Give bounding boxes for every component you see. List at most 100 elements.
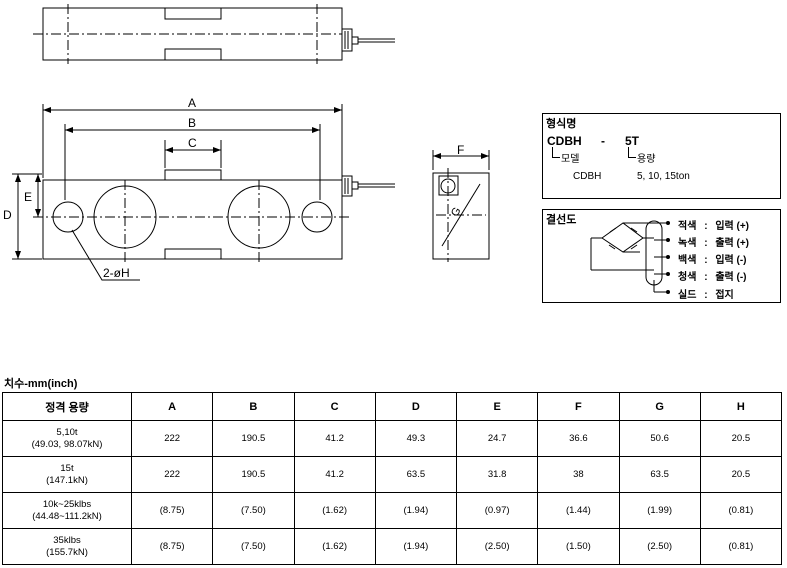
value-h: 20.5 <box>699 420 783 457</box>
capacity-bracket <box>628 147 636 158</box>
value-c: (1.62) <box>293 528 376 565</box>
capacity-cell: 10k~25klbs (44.48~111.2kN) <box>2 492 132 529</box>
value-f: 36.6 <box>537 420 620 457</box>
wire-separator: : <box>704 272 708 283</box>
value-d: (1.94) <box>374 528 458 565</box>
dim-label-a: A <box>188 96 197 110</box>
side-view <box>432 150 490 262</box>
table-row: 35klbs (155.7kN) (8.75) (7.50) (1.62) (1… <box>2 528 783 565</box>
value-f: (1.44) <box>537 492 620 529</box>
value-b: 190.5 <box>212 456 295 493</box>
model-designation-box: 형식명 CDBH - 5T 모델 용량 CDBH 5, 10, 15ton <box>542 113 781 199</box>
capacity-primary: 10k~25klbs <box>42 498 92 510</box>
wire-row: 적색 : 입력 (+) <box>678 217 749 232</box>
value-g: 50.6 <box>618 420 701 457</box>
wire-color: 청색 <box>678 272 697 283</box>
header-g: G <box>618 392 701 421</box>
wire-separator: : <box>704 290 708 301</box>
value-a: (8.75) <box>130 528 214 565</box>
wire-function: 출력 (-) <box>715 272 747 283</box>
table-row: 10k~25klbs (44.48~111.2kN) (8.75) (7.50)… <box>2 492 783 529</box>
wire-row: 청색 : 출력 (-) <box>678 268 746 283</box>
table-row: 15t (147.1kN) 222 190.5 41.2 63.5 31.8 3… <box>2 456 783 493</box>
dim-label-e: E <box>24 190 33 204</box>
wire-color: 백색 <box>678 255 697 266</box>
wire-separator: : <box>704 255 708 266</box>
value-e: (2.50) <box>455 528 539 565</box>
dim-label-d: D <box>3 208 12 222</box>
wire-function: 출력 (+) <box>715 238 749 249</box>
value-g: (2.50) <box>618 528 701 565</box>
model-dash: - <box>601 134 605 148</box>
value-h: 20.5 <box>699 456 783 493</box>
table-row: 5,10t (49.03, 98.07kN) 222 190.5 41.2 49… <box>2 420 783 457</box>
bridge-circuit <box>590 220 668 293</box>
wire-row: 실드 : 접지 <box>678 286 734 301</box>
dimension-table-title: 치수-mm(inch) <box>4 378 78 390</box>
capacity-primary: 35klbs <box>53 534 81 546</box>
dim-label-c: C <box>188 136 197 150</box>
value-c: 41.2 <box>293 456 376 493</box>
value-a: (8.75) <box>130 492 214 529</box>
value-a: 222 <box>130 456 214 493</box>
header-e: E <box>455 392 539 421</box>
value-c: 41.2 <box>293 420 376 457</box>
capacity-cell: 35klbs (155.7kN) <box>2 528 132 565</box>
header-h: H <box>699 392 783 421</box>
value-e: 31.8 <box>455 456 539 493</box>
value-h: (0.81) <box>699 528 783 565</box>
model-bracket <box>552 147 560 158</box>
header-b: B <box>212 392 295 421</box>
wire-row: 녹색 : 출력 (+) <box>678 234 749 249</box>
wiring-diagram-box: 결선도 적색 : 입력 (+) 녹색 : 출력 (+) 백색 : 입력 (-) … <box>542 209 781 303</box>
capacity-secondary: (155.7kN) <box>46 546 88 558</box>
value-d: 63.5 <box>374 456 458 493</box>
wiring-box-title: 결선도 <box>546 214 577 226</box>
value-d: (1.94) <box>374 492 458 529</box>
capacity-secondary: (49.03, 98.07kN) <box>31 438 103 450</box>
capacity-primary: 5,10t <box>56 426 78 438</box>
technical-drawing <box>12 4 670 294</box>
wire-function: 입력 (-) <box>715 255 747 266</box>
wire-row: 백색 : 입력 (-) <box>678 251 746 266</box>
wire-color: 녹색 <box>678 238 697 249</box>
wire-color: 실드 <box>678 290 697 301</box>
value-h: (0.81) <box>699 492 783 529</box>
value-f: (1.50) <box>537 528 620 565</box>
value-e: 24.7 <box>455 420 539 457</box>
value-c: (1.62) <box>293 492 376 529</box>
header-c: C <box>293 392 376 421</box>
header-f: F <box>537 392 620 421</box>
capacity-cell: 5,10t (49.03, 98.07kN) <box>2 420 132 457</box>
dim-label-f: F <box>457 143 465 157</box>
wire-function: 접지 <box>715 290 734 301</box>
wire-function: 입력 (+) <box>715 221 749 232</box>
model-box-title: 형식명 <box>546 118 577 130</box>
value-a: 222 <box>130 420 214 457</box>
value-b: (7.50) <box>212 528 295 565</box>
value-f: 38 <box>537 456 620 493</box>
hole-label: 2-øH <box>103 266 130 280</box>
model-value: CDBH <box>573 171 602 182</box>
top-view <box>33 4 395 64</box>
capacity-cell: 15t (147.1kN) <box>2 456 132 493</box>
capacity-code: 5T <box>625 134 640 148</box>
value-d: 49.3 <box>374 420 458 457</box>
value-b: 190.5 <box>212 420 295 457</box>
capacity-secondary: (147.1kN) <box>46 474 88 486</box>
value-g: (1.99) <box>618 492 701 529</box>
capacity-primary: 15t <box>60 462 74 474</box>
value-g: 63.5 <box>618 456 701 493</box>
capacity-secondary: (44.48~111.2kN) <box>32 510 102 522</box>
dim-label-b: B <box>188 116 197 130</box>
dimension-table: 정격 용량 A B C D E F G H 5,10t (49.03, 98.0… <box>2 392 783 565</box>
value-e: (0.97) <box>455 492 539 529</box>
value-b: (7.50) <box>212 492 295 529</box>
wire-separator: : <box>704 238 708 249</box>
model-code: CDBH <box>547 134 582 148</box>
header-a: A <box>130 392 214 421</box>
front-view <box>12 104 395 281</box>
wire-separator: : <box>704 221 708 232</box>
table-header-row: 정격 용량 A B C D E F G H <box>2 392 783 421</box>
header-d: D <box>374 392 458 421</box>
